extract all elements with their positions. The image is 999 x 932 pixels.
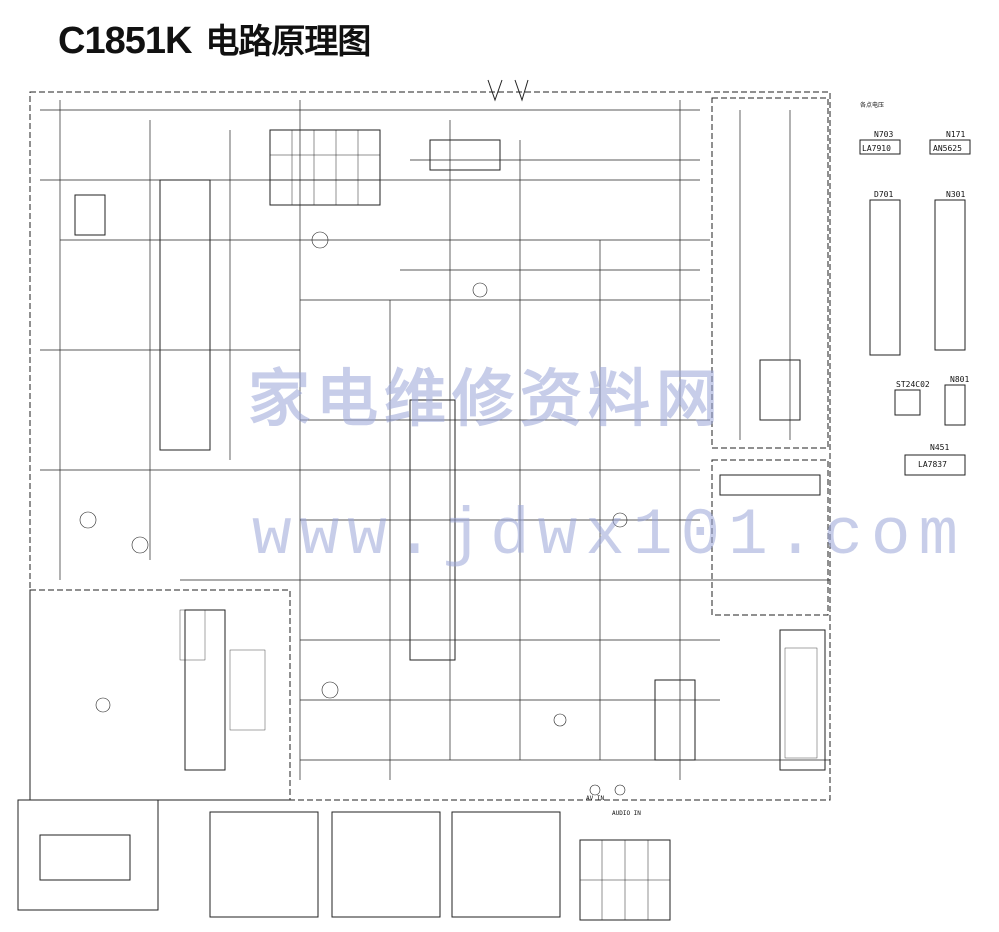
label-st24c02: ST24C02 — [896, 380, 930, 389]
label-an5625: AN5625 — [933, 144, 962, 153]
d701-ic — [869, 199, 901, 356]
label-n171: N171 — [946, 130, 966, 139]
label-voltage-panel: 各点电压 — [860, 102, 885, 109]
main-board-frame — [29, 91, 831, 801]
watermark-url: www.jdwx101.com — [252, 498, 967, 573]
n301-ic — [934, 199, 966, 351]
la7837-ic — [904, 454, 966, 476]
main-signal-ic — [409, 399, 456, 661]
label-n451: N451 — [930, 443, 950, 452]
n801-ic — [944, 384, 966, 426]
model-name: C1851K — [58, 20, 192, 62]
tuner-section-frame — [711, 97, 829, 449]
flyback-transformer — [779, 629, 826, 771]
label-n801: N801 — [950, 375, 970, 384]
remote-ic — [39, 834, 131, 881]
label-d701: D701 — [874, 190, 894, 199]
audio-amp-ic — [719, 474, 821, 496]
label-n703: N703 — [874, 130, 894, 139]
label-audio-in: AUDIO IN — [612, 810, 641, 817]
audio-ic — [759, 359, 801, 421]
page-title: C1851K 电路原理图 — [58, 14, 371, 63]
label-av-in: AV IN — [586, 795, 605, 802]
label-n301: N301 — [946, 190, 966, 199]
remote-receiver-inset — [17, 799, 159, 911]
la7910-ic — [859, 139, 901, 155]
cpu-ic — [159, 179, 211, 451]
label-la7837: LA7837 — [918, 460, 947, 469]
st24c02-ic — [894, 389, 921, 416]
key-matrix — [269, 129, 381, 206]
power-section-frame — [29, 589, 291, 801]
eeprom-ic — [74, 194, 106, 236]
tuner-block — [429, 139, 501, 171]
antenna — [487, 79, 529, 102]
waveform-panel-1 — [209, 811, 319, 918]
flyback-shading — [784, 647, 818, 759]
audio-section-frame — [711, 459, 829, 616]
diagram-subtitle: 电路原理图 — [205, 22, 371, 62]
label-la7910: LA7910 — [862, 144, 891, 153]
an5625-ic — [929, 139, 971, 155]
waveform-panel-2 — [331, 811, 441, 918]
waveform-panel-3 — [451, 811, 561, 918]
watermark-cn: 家电维修资料网 — [248, 362, 725, 435]
vertical-output-ic — [654, 679, 696, 761]
